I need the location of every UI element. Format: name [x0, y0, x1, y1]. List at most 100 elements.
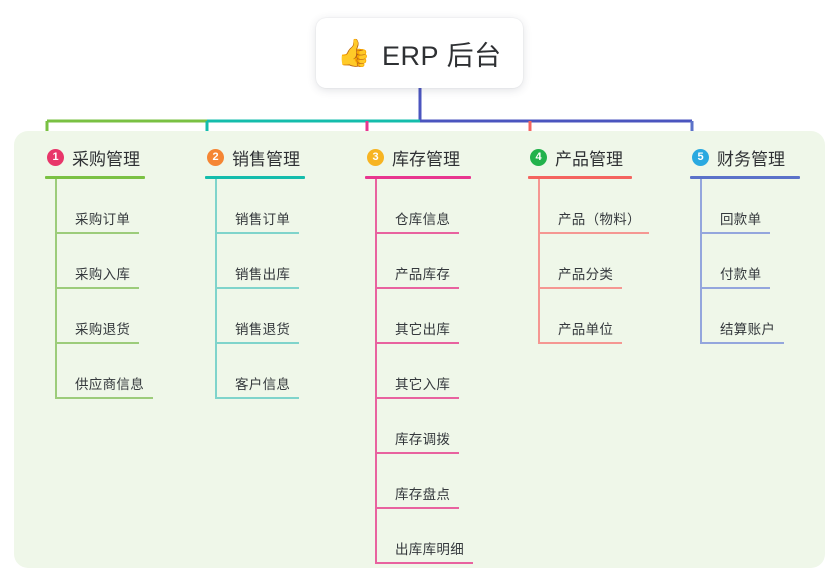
leaf-item[interactable]: 销售退货 — [215, 289, 305, 344]
leaf-item[interactable]: 出库库明细 — [375, 509, 473, 564]
leaf-item[interactable]: 采购退货 — [55, 289, 145, 344]
leaf-item[interactable]: 产品库存 — [375, 234, 471, 289]
leaf-label: 产品分类 — [558, 267, 614, 282]
column-number-badge: 3 — [367, 148, 384, 166]
leaf-underline — [375, 342, 459, 344]
leaf-item[interactable]: 其它入库 — [375, 344, 471, 399]
leaf-label: 销售退货 — [235, 322, 291, 337]
column-header-5[interactable]: 5 财务管理 — [690, 145, 800, 169]
leaf-item[interactable]: 供应商信息 — [55, 344, 153, 399]
leaf-label: 其它入库 — [395, 377, 451, 392]
leaf-item[interactable]: 产品（物料） — [538, 179, 649, 234]
leaf-item[interactable]: 库存盘点 — [375, 454, 471, 509]
leaf-label: 出库库明细 — [395, 542, 464, 557]
column-title: 库存管理 — [392, 149, 460, 169]
column-3: 3 库存管理仓库信息产品库存其它出库其它入库库存调拨库存盘点出库库明细 — [365, 145, 473, 564]
leaf-item[interactable]: 结算账户 — [700, 289, 800, 344]
leaf-underline — [215, 342, 299, 344]
leaf-list: 产品（物料） 产品分类产品单位 — [528, 179, 649, 344]
leaf-item[interactable]: 回款单 — [700, 179, 800, 234]
leaf-label: 产品单位 — [558, 322, 614, 337]
leaf-label: 销售订单 — [235, 212, 291, 227]
column-underline — [45, 176, 145, 179]
leaf-underline — [215, 232, 299, 234]
column-number-badge: 1 — [47, 148, 64, 166]
leaf-item[interactable]: 采购入库 — [55, 234, 145, 289]
root-node[interactable]: 👍 ERP 后台 — [316, 18, 523, 88]
leaf-list: 销售订单销售出库销售退货客户信息 — [205, 179, 305, 399]
leaf-item[interactable]: 客户信息 — [215, 344, 305, 399]
leaf-item[interactable]: 库存调拨 — [375, 399, 471, 454]
leaf-spine — [700, 179, 702, 344]
column-underline — [365, 176, 471, 179]
leaf-underline — [215, 397, 299, 399]
leaf-label: 仓库信息 — [395, 212, 451, 227]
leaf-list: 仓库信息产品库存其它出库其它入库库存调拨库存盘点出库库明细 — [365, 179, 473, 564]
leaf-underline — [375, 507, 459, 509]
leaf-underline — [538, 232, 649, 234]
leaf-underline — [55, 342, 139, 344]
thumbs-up-icon: 👍 — [337, 37, 372, 69]
leaf-label: 采购退货 — [75, 322, 131, 337]
leaf-item[interactable]: 其它出库 — [375, 289, 471, 344]
leaf-label: 结算账户 — [720, 322, 776, 337]
leaf-label: 付款单 — [720, 267, 762, 282]
leaf-item[interactable]: 产品分类 — [538, 234, 641, 289]
leaf-label: 销售出库 — [235, 267, 291, 282]
column-header-2[interactable]: 2 销售管理 — [205, 145, 305, 169]
leaf-underline — [538, 342, 622, 344]
leaf-underline — [55, 232, 139, 234]
leaf-item[interactable]: 销售出库 — [215, 234, 305, 289]
column-number-badge: 5 — [692, 148, 709, 166]
leaf-label: 供应商信息 — [75, 377, 144, 392]
leaf-list: 回款单付款单结算账户 — [690, 179, 800, 344]
column-underline — [528, 176, 632, 179]
column-number-badge: 2 — [207, 148, 224, 166]
leaf-item[interactable]: 仓库信息 — [375, 179, 471, 234]
leaf-item[interactable]: 采购订单 — [55, 179, 145, 234]
leaf-label: 库存盘点 — [395, 487, 451, 502]
column-title: 产品管理 — [555, 149, 623, 169]
leaf-label: 产品（物料） — [558, 212, 641, 227]
leaf-underline — [55, 397, 153, 399]
leaf-spine — [538, 179, 540, 344]
column-title: 财务管理 — [717, 149, 785, 169]
column-underline — [205, 176, 305, 179]
root-title: ERP 后台 — [382, 40, 502, 71]
leaf-underline — [375, 287, 459, 289]
leaf-label: 采购订单 — [75, 212, 131, 227]
leaf-underline — [375, 397, 459, 399]
column-5: 5 财务管理回款单付款单结算账户 — [690, 145, 800, 344]
column-title: 采购管理 — [72, 149, 140, 169]
leaf-label: 采购入库 — [75, 267, 131, 282]
column-header-3[interactable]: 3 库存管理 — [365, 145, 471, 169]
leaf-label: 其它出库 — [395, 322, 451, 337]
leaf-list: 采购订单采购入库采购退货供应商信息 — [45, 179, 153, 399]
leaf-underline — [215, 287, 299, 289]
leaf-underline — [700, 232, 770, 234]
column-underline — [690, 176, 800, 179]
leaf-label: 产品库存 — [395, 267, 451, 282]
leaf-underline — [700, 287, 770, 289]
column-2: 2 销售管理销售订单销售出库销售退货客户信息 — [205, 145, 305, 399]
branches-panel — [14, 131, 825, 568]
leaf-underline — [538, 287, 622, 289]
leaf-item[interactable]: 销售订单 — [215, 179, 305, 234]
leaf-spine — [375, 179, 377, 564]
leaf-label: 回款单 — [720, 212, 762, 227]
leaf-underline — [375, 562, 473, 564]
leaf-underline — [55, 287, 139, 289]
leaf-underline — [375, 232, 459, 234]
column-header-1[interactable]: 1 采购管理 — [45, 145, 145, 169]
leaf-item[interactable]: 付款单 — [700, 234, 800, 289]
leaf-underline — [700, 342, 784, 344]
leaf-label: 客户信息 — [235, 377, 291, 392]
column-title: 销售管理 — [232, 149, 300, 169]
leaf-item[interactable]: 产品单位 — [538, 289, 641, 344]
column-1: 1 采购管理采购订单采购入库采购退货供应商信息 — [45, 145, 153, 399]
leaf-label: 库存调拨 — [395, 432, 451, 447]
leaf-underline — [375, 452, 459, 454]
